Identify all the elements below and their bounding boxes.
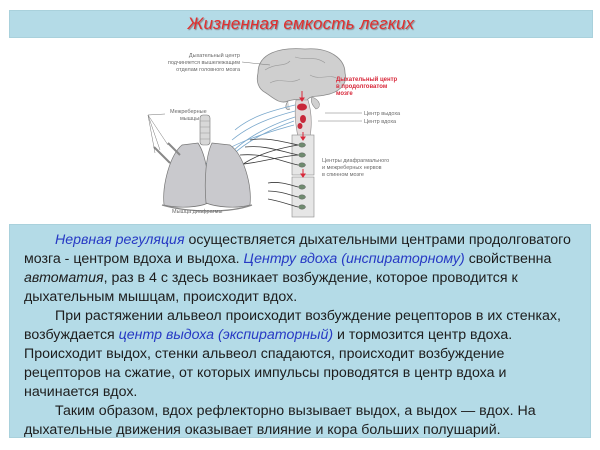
- term-neural-regulation: Нервная регуляция: [55, 232, 185, 248]
- paragraph-alveoli-stretch: При растяжении альвеол происходит возбуж…: [24, 308, 561, 400]
- paragraph-neural-regulation: Нервная регуляция осуществляется дыхател…: [24, 232, 571, 305]
- label-diaphragm: Мышца диафрагмы: [172, 209, 222, 215]
- term-expiration-center: центр выдоха (экспираторный): [118, 327, 334, 343]
- svg-text:в продолговатом: в продолговатом: [336, 84, 388, 90]
- label-intercostal-muscles: Межреберные мышцы: [170, 109, 207, 122]
- label-spinal-centers: Центры диафрагмального и межреберных нер…: [322, 158, 389, 178]
- svg-text:мозге: мозге: [336, 91, 353, 97]
- respiratory-regulation-diagram: Дыхательный центр подчиняется вышележащи…: [140, 45, 440, 220]
- brain-icon: [256, 48, 346, 110]
- svg-text:Центры диафрагмального: Центры диафрагмального: [322, 158, 389, 164]
- svg-text:в спинном мозге: в спинном мозге: [322, 172, 364, 178]
- label-resp-center-medulla: Дыхательный центр в продолговатом мозге: [336, 76, 398, 97]
- paragraph-conclusion: Таким образом, вдох рефлекторно вызывает…: [24, 403, 536, 438]
- svg-text:Межреберные: Межреберные: [170, 109, 207, 115]
- svg-text:и межреберных нервов: и межреберных нервов: [322, 165, 382, 171]
- label-inspiration-center: Центр вдоха: [364, 119, 397, 125]
- label-resp-center-subordinate: Дыхательный центр подчиняется вышележащи…: [168, 52, 241, 73]
- spinal-cord-icon: [291, 91, 315, 218]
- explanation-panel: Нервная регуляция осуществляется дыхател…: [9, 224, 591, 438]
- lungs-icon: [153, 114, 253, 212]
- page-title: Жизненная емкость легких: [187, 14, 415, 33]
- term-inspiration-center: Центру вдоха (инспираторному): [243, 251, 465, 267]
- diagram-illustration: Дыхательный центр подчиняется вышележащи…: [147, 48, 401, 218]
- term-automatism: автоматия: [24, 270, 104, 286]
- svg-text:Дыхательный центр: Дыхательный центр: [336, 76, 398, 83]
- svg-text:Дыхательный центр: Дыхательный центр: [189, 52, 240, 59]
- title-bar: Жизненная емкость легких: [9, 10, 593, 38]
- svg-text:мышцы: мышцы: [180, 116, 199, 122]
- svg-text:отделам головного мозга: отделам головного мозга: [176, 67, 241, 73]
- svg-text:подчиняется вышележащим: подчиняется вышележащим: [168, 60, 240, 66]
- label-expiration-center: Центр выдоха: [364, 111, 401, 117]
